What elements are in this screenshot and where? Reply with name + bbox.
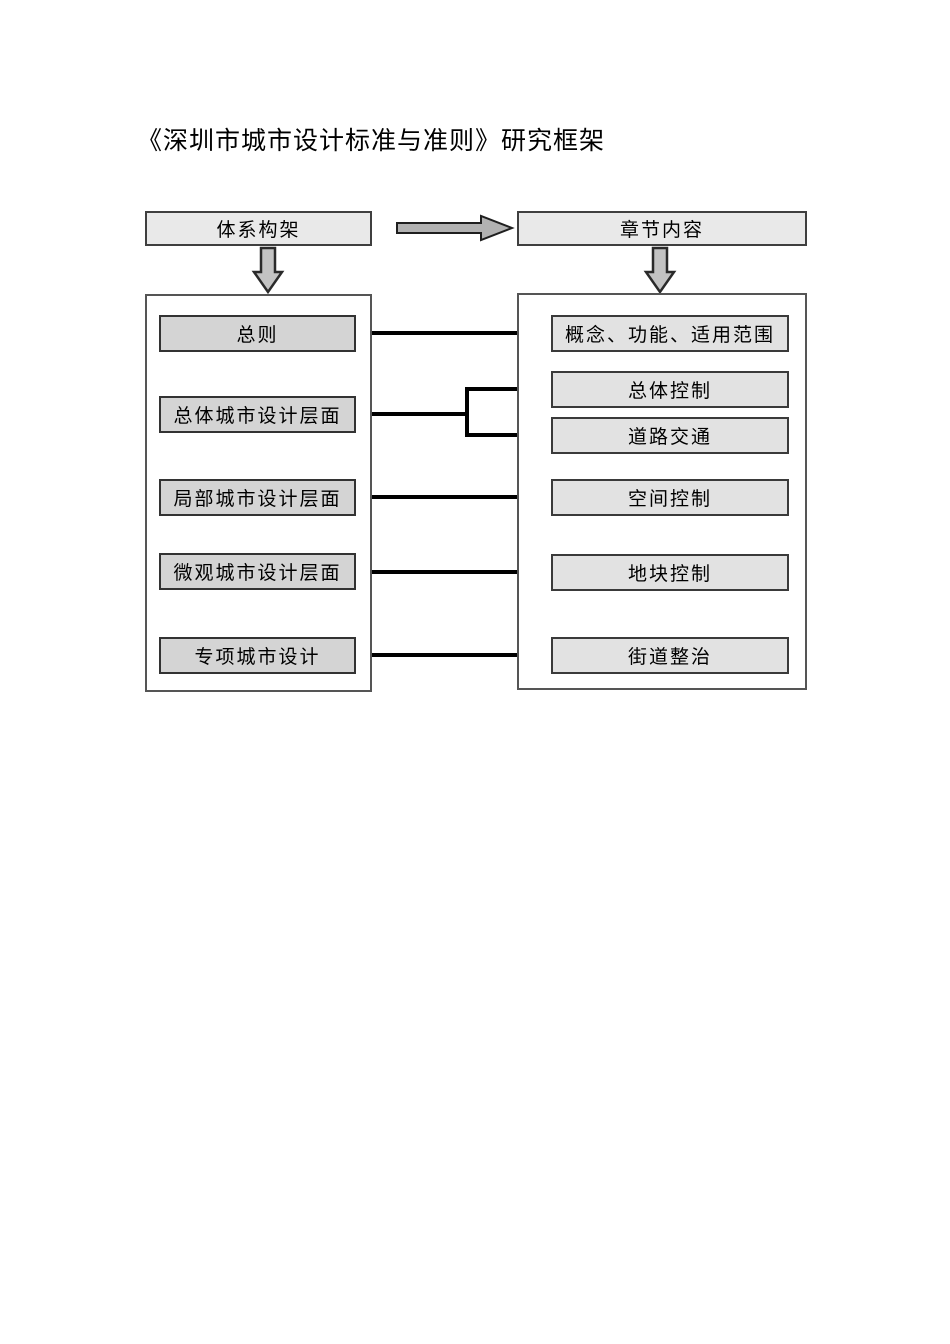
flow-node-space-control: 空间控制	[551, 479, 789, 516]
flow-node-concept-function-scope: 概念、功能、适用范围	[551, 315, 789, 352]
flow-node-street-improvement: 街道整治	[551, 637, 789, 674]
flow-node-overall-urban-design: 总体城市设计层面	[159, 396, 356, 433]
down-arrow-icon	[643, 246, 677, 295]
flow-node-local-urban-design: 局部城市设计层面	[159, 479, 356, 516]
flow-node-road-traffic: 道路交通	[551, 417, 789, 454]
flow-node-overall-control: 总体控制	[551, 371, 789, 408]
flow-node-micro-urban-design: 微观城市设计层面	[159, 553, 356, 590]
down-arrow-icon	[251, 246, 285, 295]
connector-line	[356, 387, 537, 437]
flow-node-special-urban-design: 专项城市设计	[159, 637, 356, 674]
diagram-connectors	[251, 214, 677, 661]
right-block-arrow-icon	[396, 214, 515, 242]
header-chapter-content: 章节内容	[517, 211, 807, 246]
header-system-framework: 体系构架	[145, 211, 372, 246]
page-title: 《深圳市城市设计标准与准则》研究框架	[137, 126, 606, 155]
flow-node-plot-control: 地块控制	[551, 554, 789, 591]
flow-node-general-rules: 总则	[159, 315, 356, 352]
